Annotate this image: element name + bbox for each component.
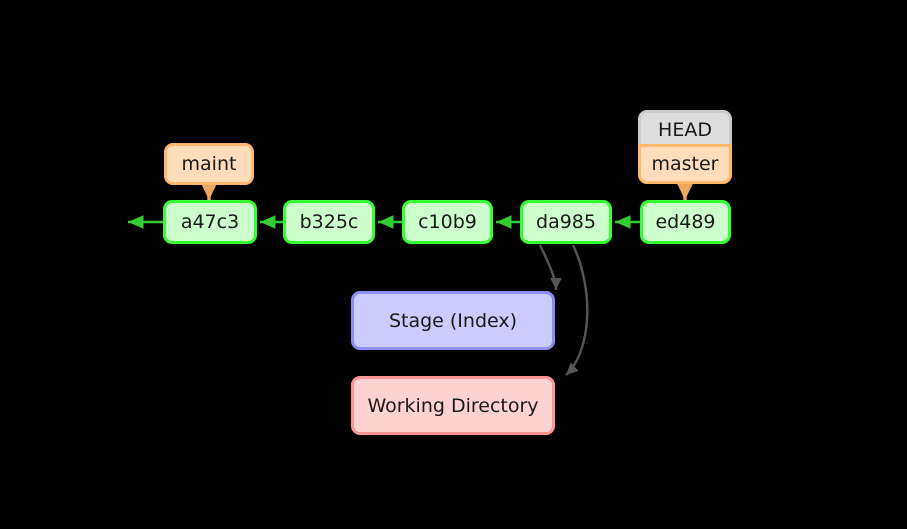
- commit-label: a47c3: [180, 211, 240, 233]
- stage-index-box[interactable]: Stage (Index): [351, 291, 555, 350]
- arrow-da985-to-workdir: [565, 244, 589, 376]
- working-directory-label: Working Directory: [367, 394, 539, 417]
- branch-label-text: master: [651, 153, 719, 175]
- commit-node-a47c3[interactable]: a47c3: [163, 200, 257, 244]
- working-directory-box[interactable]: Working Directory: [351, 376, 555, 435]
- commit-node-ed489[interactable]: ed489: [640, 200, 731, 244]
- commit-node-da985[interactable]: da985: [520, 200, 612, 244]
- commit-label: c10b9: [418, 211, 477, 233]
- branch-label-master[interactable]: master: [638, 144, 732, 184]
- commit-label: da985: [536, 211, 596, 233]
- stage-index-label: Stage (Index): [388, 309, 518, 332]
- head-label[interactable]: HEAD: [638, 110, 732, 146]
- commit-node-b325c[interactable]: b325c: [283, 200, 375, 244]
- commit-label: b325c: [299, 211, 359, 233]
- arrow-da985-to-stage: [538, 244, 562, 291]
- branch-label-maint[interactable]: maint: [164, 143, 254, 185]
- branch-label-text: maint: [181, 153, 237, 175]
- commit-node-c10b9[interactable]: c10b9: [402, 200, 493, 244]
- commit-label: ed489: [655, 211, 716, 233]
- head-label-text: HEAD: [658, 118, 712, 141]
